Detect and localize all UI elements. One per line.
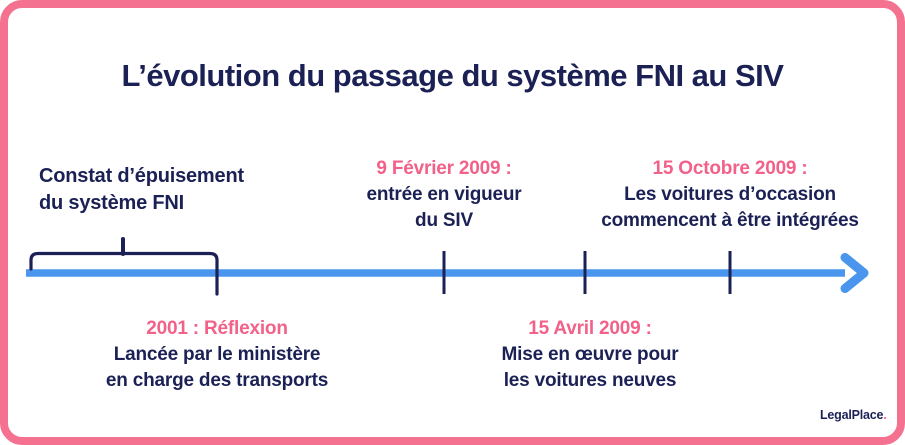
event-line: Les voitures d’occasion bbox=[624, 184, 836, 205]
arrow-right-icon bbox=[840, 253, 869, 293]
logo-dot: . bbox=[883, 408, 887, 422]
event-line: commencent à être intégrées bbox=[601, 210, 859, 231]
event-date: 15 Octobre 2009 : bbox=[652, 158, 808, 179]
bracket-label-line: Constat d’épuisement bbox=[39, 165, 244, 187]
logo-text: LegalPlace bbox=[820, 408, 884, 422]
timeline-event-avril-2009: 15 Avril 2009 : Mise en œuvre pour les v… bbox=[502, 316, 679, 394]
event-date: 2001 : Réflexion bbox=[146, 318, 288, 339]
timeline-event-octobre-2009: 15 Octobre 2009 : Les voitures d’occasio… bbox=[601, 156, 859, 234]
event-line: en charge des transports bbox=[105, 370, 329, 391]
timeline-event-2001: 2001 : Réflexion Lancée par le ministère… bbox=[106, 316, 328, 394]
bracket-label: Constat d’épuisement du système FNI bbox=[39, 163, 244, 217]
event-date: 15 Avril 2009 : bbox=[528, 318, 652, 339]
event-line: entrée en vigueur bbox=[366, 184, 522, 205]
bracket-label-line: du système FNI bbox=[39, 192, 185, 214]
page-title: L’évolution du passage du système FNI au… bbox=[121, 58, 784, 93]
timeline-event-fevrier-2009: 9 Février 2009 : entrée en vigueur du SI… bbox=[367, 156, 522, 234]
event-date: 9 Février 2009 : bbox=[376, 158, 512, 179]
legalplace-logo: LegalPlace. bbox=[820, 407, 887, 423]
event-line: les voitures neuves bbox=[503, 370, 677, 391]
event-line: Lancée par le ministère bbox=[113, 344, 321, 365]
event-line: Mise en œuvre pour bbox=[501, 344, 679, 365]
event-line: du SIV bbox=[415, 210, 473, 231]
